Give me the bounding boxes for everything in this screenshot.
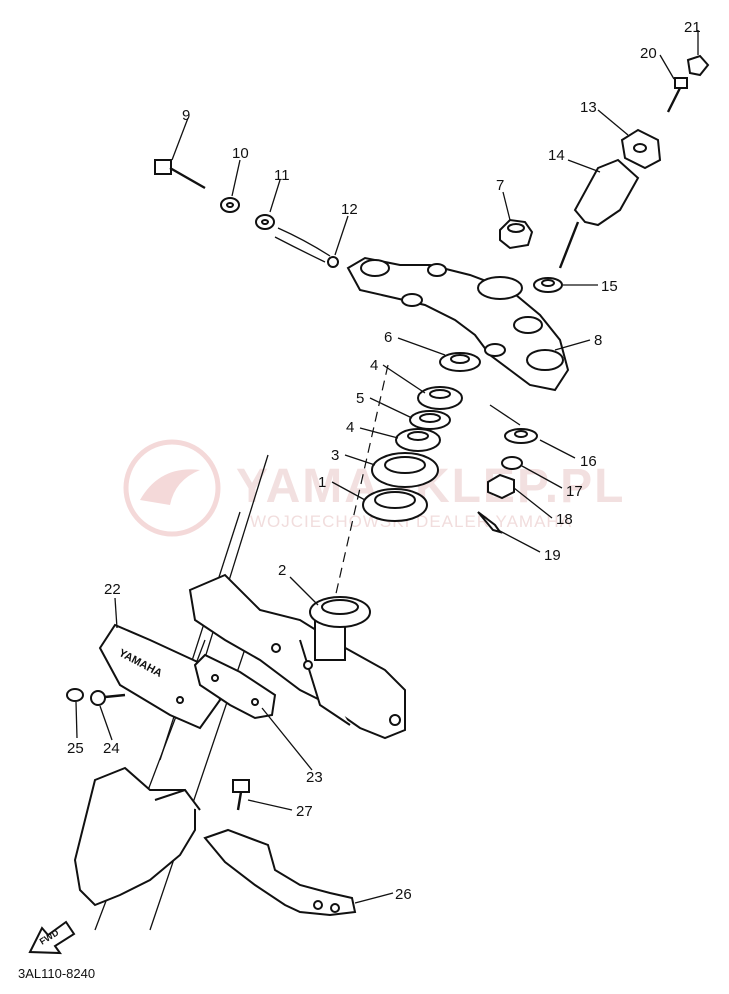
label-part-22: 22 [104,581,121,598]
label-part-27: 27 [296,803,313,820]
part-14-holder [558,158,640,269]
label-part-17: 17 [566,483,583,500]
label-part-1: 1 [318,474,326,491]
label-part-12: 12 [341,201,358,218]
part-10-washer [220,197,240,213]
label-part-24: 24 [103,740,120,757]
part-6-lock-washer [439,352,481,372]
watermark-logo-icon [123,439,221,537]
label-part-25: 25 [67,740,84,757]
drawing-code: 3AL110-8240 [18,966,95,981]
label-part-6: 6 [384,329,392,346]
label-part-14: 14 [548,147,565,164]
label-part-15: 15 [601,278,618,295]
label-part-21: 21 [684,19,701,36]
part-18-nut [487,473,515,500]
part-16-washer [504,428,538,444]
part-21-cap [686,54,710,77]
part-9-bolt [154,159,206,190]
label-part-8: 8 [594,332,602,349]
part-23-plate [193,653,277,720]
part-11-washer [255,214,275,230]
part-22-emblem-cover: YAMAHA [98,623,222,730]
label-part-20: 20 [640,45,657,62]
part-24-screw [90,690,126,706]
leader-lines [75,30,699,904]
part-12-clamp [274,227,339,268]
label-part-5: 5 [356,390,364,407]
label-part-10: 10 [232,145,249,162]
part-17-washer [501,456,523,470]
part-2-bearing [309,596,371,628]
label-part-18: 18 [556,511,573,528]
part-13-holder-cap [620,128,662,170]
part-1-bearing [362,488,428,522]
label-part-4-lower: 4 [346,419,354,436]
part-20-bolt [666,77,688,113]
label-part-13: 13 [580,99,597,116]
label-part-3: 3 [331,447,339,464]
watermark-logo-swoosh [140,469,200,505]
part-4-ring-nut-lower [395,428,441,452]
label-part-2: 2 [278,562,286,579]
under-bracket [188,573,406,740]
part-8-upper-bracket [346,256,570,392]
part-25-nut [66,688,84,702]
label-part-7: 7 [496,177,504,194]
part-3-bearing [371,452,439,488]
part-number-labels: 9 10 11 12 21 20 13 14 7 15 8 6 4 5 4 3 … [67,19,701,903]
fwd-arrow-icon: FWD [28,920,76,955]
part-4-ring-nut-upper [417,386,463,410]
fork-lower [73,766,201,907]
label-part-19: 19 [544,547,561,564]
label-part-23: 23 [306,769,323,786]
label-part-11: 11 [274,167,290,184]
part-15-washer [533,277,563,293]
part-27-bolt [232,779,250,811]
part-26-bracket [203,828,357,917]
part-5-washer [409,410,451,430]
label-part-16: 16 [580,453,597,470]
label-part-9: 9 [182,107,190,124]
watermark: YAMASKLEP.PL WOJCIECHOWSKI DEALER YAMAHA [123,439,623,537]
label-part-4-upper: 4 [370,357,378,374]
part-7-stem-nut [499,218,534,250]
part-19-cotter-pin [477,511,503,534]
label-part-26: 26 [395,886,412,903]
